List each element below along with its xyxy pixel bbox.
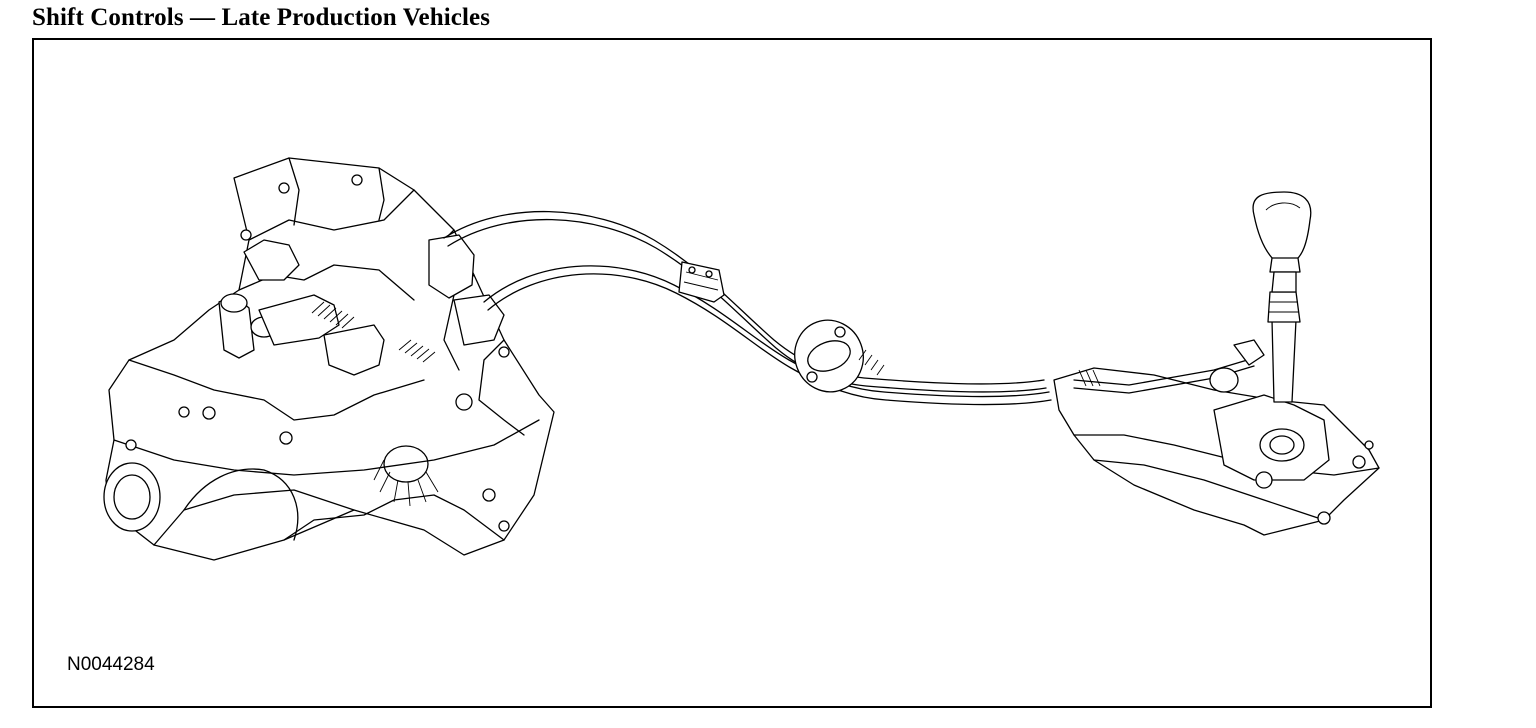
cable-support-bracket [678,261,725,303]
page-title: Shift Controls — Late Production Vehicle… [32,4,491,31]
shift-cables [443,210,1052,406]
bulkhead-grommet [794,319,885,393]
transmission-assembly [103,157,555,561]
shift-controls-illustration [103,157,1380,561]
gear-shift-lever-assembly [1053,291,1380,536]
figure-id: N0044284 [67,654,155,675]
diagram-frame: N0044284 [32,38,1432,708]
shift-knob [1252,191,1312,293]
